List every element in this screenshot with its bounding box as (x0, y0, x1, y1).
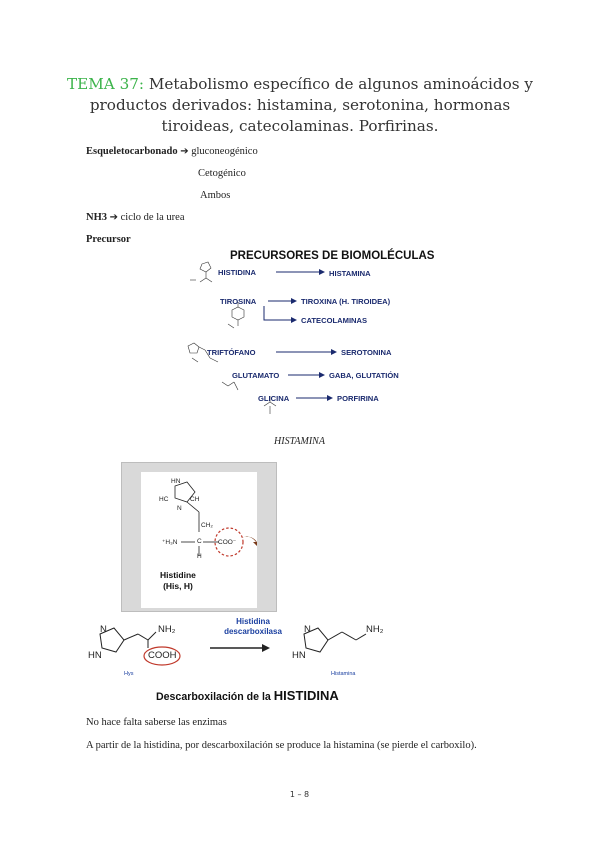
histidine-figure-panel (141, 472, 257, 608)
carboxyl-highlight-circle (214, 527, 244, 557)
atom-hn: HN (171, 478, 181, 485)
decarboxylation-diagram (99, 627, 367, 666)
molecule-sketch-triptofano-icon (187, 342, 219, 363)
precursor-to-gaba: GABA, GLUTATIÓN (329, 371, 399, 380)
atom-h: H (197, 553, 202, 560)
atom-hc: HC (159, 496, 169, 503)
title-text: Metabolismo específico de algunos aminoá… (89, 75, 533, 135)
precursor-to-histamina: HISTAMINA (329, 269, 371, 278)
page-number: 1 – 8 (289, 790, 310, 799)
page-title: TEMA 37: Metabolismo específico de algun… (60, 74, 540, 137)
nh2-left: NH₂ (158, 624, 176, 635)
cetogenico-text: Cetogénico (198, 168, 246, 179)
precursor-to-tiroxina: TIROXINA (H. TIROIDEA) (301, 297, 391, 306)
nh3-line: NH3 ➔ ciclo de la urea (86, 212, 184, 223)
hn-left: HN (88, 650, 102, 661)
hys-label: Hys (124, 671, 134, 677)
histamina-small-label: Histamina (331, 671, 356, 677)
enzyme-line1: Histidina (236, 617, 270, 626)
precursor-to-porfirina: PORFIRINA (337, 394, 379, 403)
decarboxylation-caption: Descarboxilación de la HISTIDINA (156, 688, 339, 703)
imidazole-ring-left (99, 627, 125, 653)
atom-h3n: ⁺H₃N (162, 539, 178, 546)
atom-n: N (177, 505, 182, 512)
atom-ch: CH (190, 496, 200, 503)
molecule-sketch-tirosina-icon (227, 302, 245, 329)
histidine-name-block: Histidine (His, H) (160, 570, 196, 592)
gluconeogenico-text: gluconeogénico (191, 146, 258, 157)
precursores-title: PRECURSORES DE BIOMOLÉCULAS (230, 250, 435, 262)
precursor-from-tirosina: TIROSINA (220, 297, 257, 306)
nh3-text: ciclo de la urea (120, 212, 185, 223)
precursor-from-glutamato: GLUTAMATO (232, 371, 280, 380)
histamina-heading: HISTAMINA (274, 436, 325, 447)
arrow-catecolaminas (263, 306, 297, 323)
histidine-structure (174, 481, 257, 557)
arrow-icon: ➔ (180, 146, 189, 157)
atom-c: C (197, 538, 202, 545)
decarboxylation-caption-prefix: Descarboxilación de la (156, 691, 271, 703)
cooh-label: COOH (148, 650, 177, 661)
ambos-text: Ambos (200, 190, 231, 201)
reaction-arrow (210, 644, 270, 652)
atom-coo: COO⁻ (218, 539, 237, 546)
a-partir-text: A partir de la histidina, por descarboxi… (86, 740, 477, 751)
enzyme-line2: descarboxilasa (224, 627, 282, 636)
n-right: N (304, 624, 311, 635)
molecule-sketch-glicina-icon (263, 396, 277, 414)
molecule-sketch-histidine-icon (190, 261, 213, 283)
precursor-from-glicina: GLICINA (258, 394, 290, 403)
histidine-abbr: (His, H) (163, 581, 193, 591)
no-hace-falta-text: No hace falta saberse las enzimas (86, 717, 227, 728)
nh3-label: NH3 (86, 212, 107, 223)
precursor-heading: Precursor (86, 234, 131, 245)
hn-right: HN (292, 650, 306, 661)
precursor-to-catecolaminas: CATECOLAMINAS (301, 316, 368, 325)
enzyme-label: Histidina descarboxilasa (213, 617, 293, 637)
esqueleto-label: Esqueletocarbonado (86, 146, 178, 157)
atom-ch2: CH₂ (201, 522, 213, 529)
arrow-icon: ➔ (109, 212, 119, 223)
precursor-from-histidina: HISTIDINA (218, 268, 256, 277)
tema-label: TEMA 37: (67, 75, 145, 93)
imidazole-ring-right (303, 627, 329, 653)
decarboxylation-caption-big: HISTIDINA (273, 688, 339, 703)
esqueleto-line: Esqueletocarbonado ➔ gluconeogénico (86, 146, 258, 157)
n-left: N (100, 624, 107, 635)
precursores-diagram (187, 261, 337, 414)
precursor-from-triptofano: TRIFTÓFANO (207, 348, 256, 357)
precursor-to-serotonina: SEROTONINA (341, 348, 392, 357)
nh2-right: NH₂ (366, 624, 384, 635)
histidine-name: Histidine (160, 570, 196, 580)
molecule-sketch-glutamato-icon (221, 381, 239, 391)
cooh-highlight-circle (143, 646, 181, 666)
